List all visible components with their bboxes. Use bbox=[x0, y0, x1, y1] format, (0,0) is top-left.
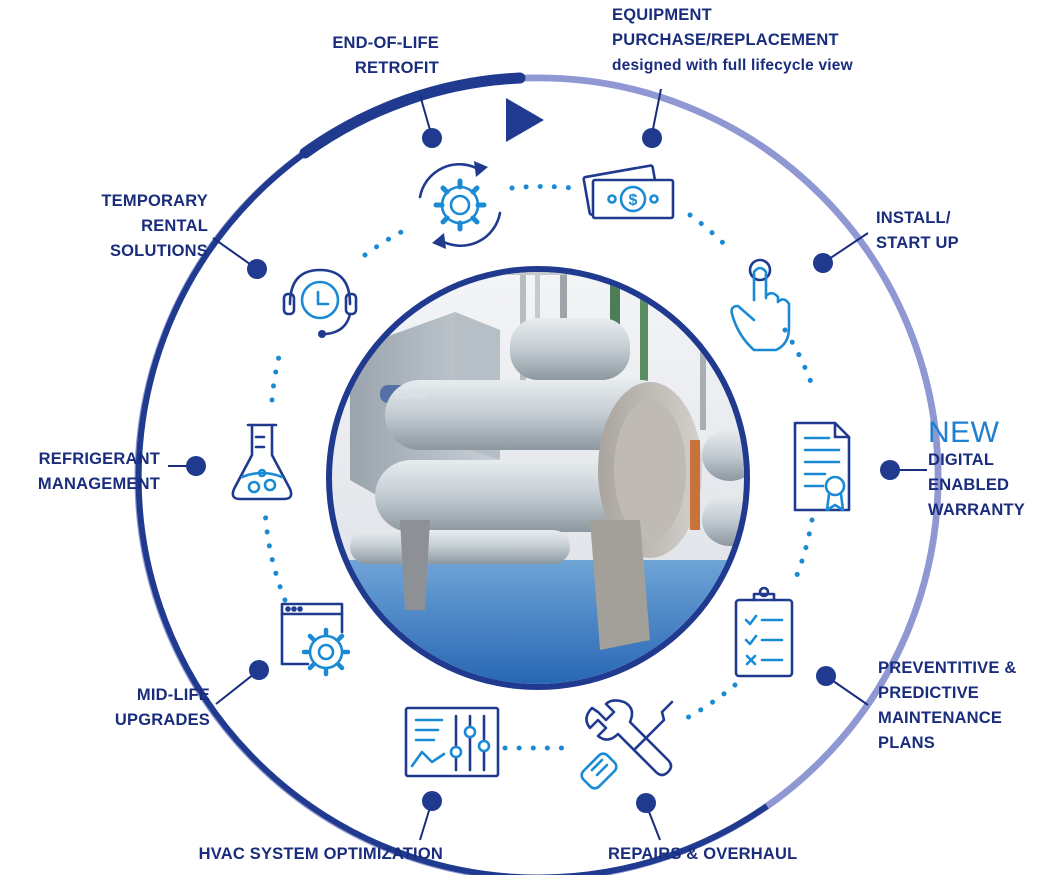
money-icon: $ bbox=[582, 164, 675, 220]
label-maintenance-line2: PREDICTIVE bbox=[878, 684, 980, 702]
label-equipment: EQUIPMENT PURCHASE/REPLACEMENT designed … bbox=[612, 3, 853, 78]
label-maintenance-line1: PREVENTITIVE & bbox=[878, 659, 1017, 677]
label-rental: TEMPORARY RENTAL SOLUTIONS bbox=[101, 189, 208, 264]
label-repairs-line1: REPAIRS & OVERHAUL bbox=[608, 845, 798, 863]
center-photo: Carrier bbox=[326, 266, 750, 690]
brand-mark: Carrier bbox=[395, 390, 429, 402]
node-maintenance bbox=[816, 666, 836, 686]
wrench-screwdriver-icon bbox=[580, 699, 674, 790]
label-midlife-line2: UPGRADES bbox=[114, 711, 210, 729]
clipboard-checklist-icon bbox=[734, 586, 794, 678]
label-warranty-line1: DIGITAL bbox=[928, 451, 995, 469]
dotted-ring bbox=[262, 184, 815, 751]
label-equipment-sub: designed with full lifecycle view bbox=[612, 57, 853, 74]
label-retrofit-line1: END-OF-LIFE bbox=[332, 34, 439, 52]
outer-ring-inner-line bbox=[141, 81, 935, 875]
label-equipment-line2: PURCHASE/REPLACEMENT bbox=[612, 31, 839, 49]
label-midlife: MID-LIFE UPGRADES bbox=[115, 683, 210, 733]
label-equipment-line1: EQUIPMENT bbox=[612, 6, 712, 24]
node-equipment bbox=[642, 128, 662, 148]
node-repairs bbox=[636, 793, 656, 813]
clock-headset-icon bbox=[282, 268, 358, 338]
svg-text:$: $ bbox=[629, 192, 638, 209]
ring-nodes bbox=[186, 128, 900, 813]
node-midlife bbox=[249, 660, 269, 680]
label-refrigerant-line1: REFRIGERANT bbox=[38, 450, 160, 468]
label-rental-line2: RENTAL bbox=[141, 217, 208, 235]
label-warranty: NEW DIGITAL ENABLED WARRANTY bbox=[928, 418, 1025, 523]
label-midlife-line1: MID-LIFE bbox=[136, 686, 210, 704]
label-retrofit: END-OF-LIFE RETROFIT bbox=[332, 31, 439, 81]
label-install-line1: INSTALL/ bbox=[876, 209, 951, 227]
node-optimization bbox=[422, 791, 442, 811]
node-install bbox=[813, 253, 833, 273]
node-rental bbox=[247, 259, 267, 279]
outer-ring-bold-arc bbox=[299, 72, 526, 159]
node-refrigerant bbox=[186, 456, 206, 476]
label-install-line2: START UP bbox=[876, 234, 959, 252]
label-optimization: HVAC SYSTEM OPTIMIZATION bbox=[199, 842, 443, 867]
label-maintenance-line4: PLANS bbox=[878, 734, 935, 752]
certificate-icon bbox=[793, 421, 851, 512]
label-rental-line1: TEMPORARY bbox=[101, 192, 208, 210]
label-rental-line3: SOLUTIONS bbox=[109, 242, 208, 260]
label-maintenance-line3: MAINTENANCE bbox=[878, 709, 1003, 727]
node-retrofit bbox=[422, 128, 442, 148]
ring-arrowhead bbox=[506, 98, 544, 142]
window-gear-icon bbox=[280, 602, 351, 677]
label-install: INSTALL/ START UP bbox=[876, 206, 959, 256]
hand-pointer-icon bbox=[730, 258, 791, 352]
gear-cycle-icon bbox=[418, 161, 502, 249]
label-warranty-line2: ENABLED bbox=[928, 476, 1010, 494]
label-refrigerant: REFRIGERANT MANAGEMENT bbox=[38, 447, 160, 497]
label-retrofit-line2: RETROFIT bbox=[354, 59, 439, 77]
control-panel-icon bbox=[404, 706, 500, 778]
label-maintenance: PREVENTITIVE & PREDICTIVE MAINTENANCE PL… bbox=[878, 656, 1017, 756]
node-warranty bbox=[880, 460, 900, 480]
new-tag: NEW bbox=[928, 416, 1000, 449]
label-repairs: REPAIRS & OVERHAUL bbox=[608, 842, 797, 867]
outer-ring bbox=[134, 72, 942, 875]
label-refrigerant-line2: MANAGEMENT bbox=[37, 475, 160, 493]
label-warranty-line3: WARRANTY bbox=[928, 501, 1025, 519]
label-optimization-line1: HVAC SYSTEM OPTIMIZATION bbox=[198, 845, 443, 863]
flask-icon bbox=[231, 423, 293, 501]
